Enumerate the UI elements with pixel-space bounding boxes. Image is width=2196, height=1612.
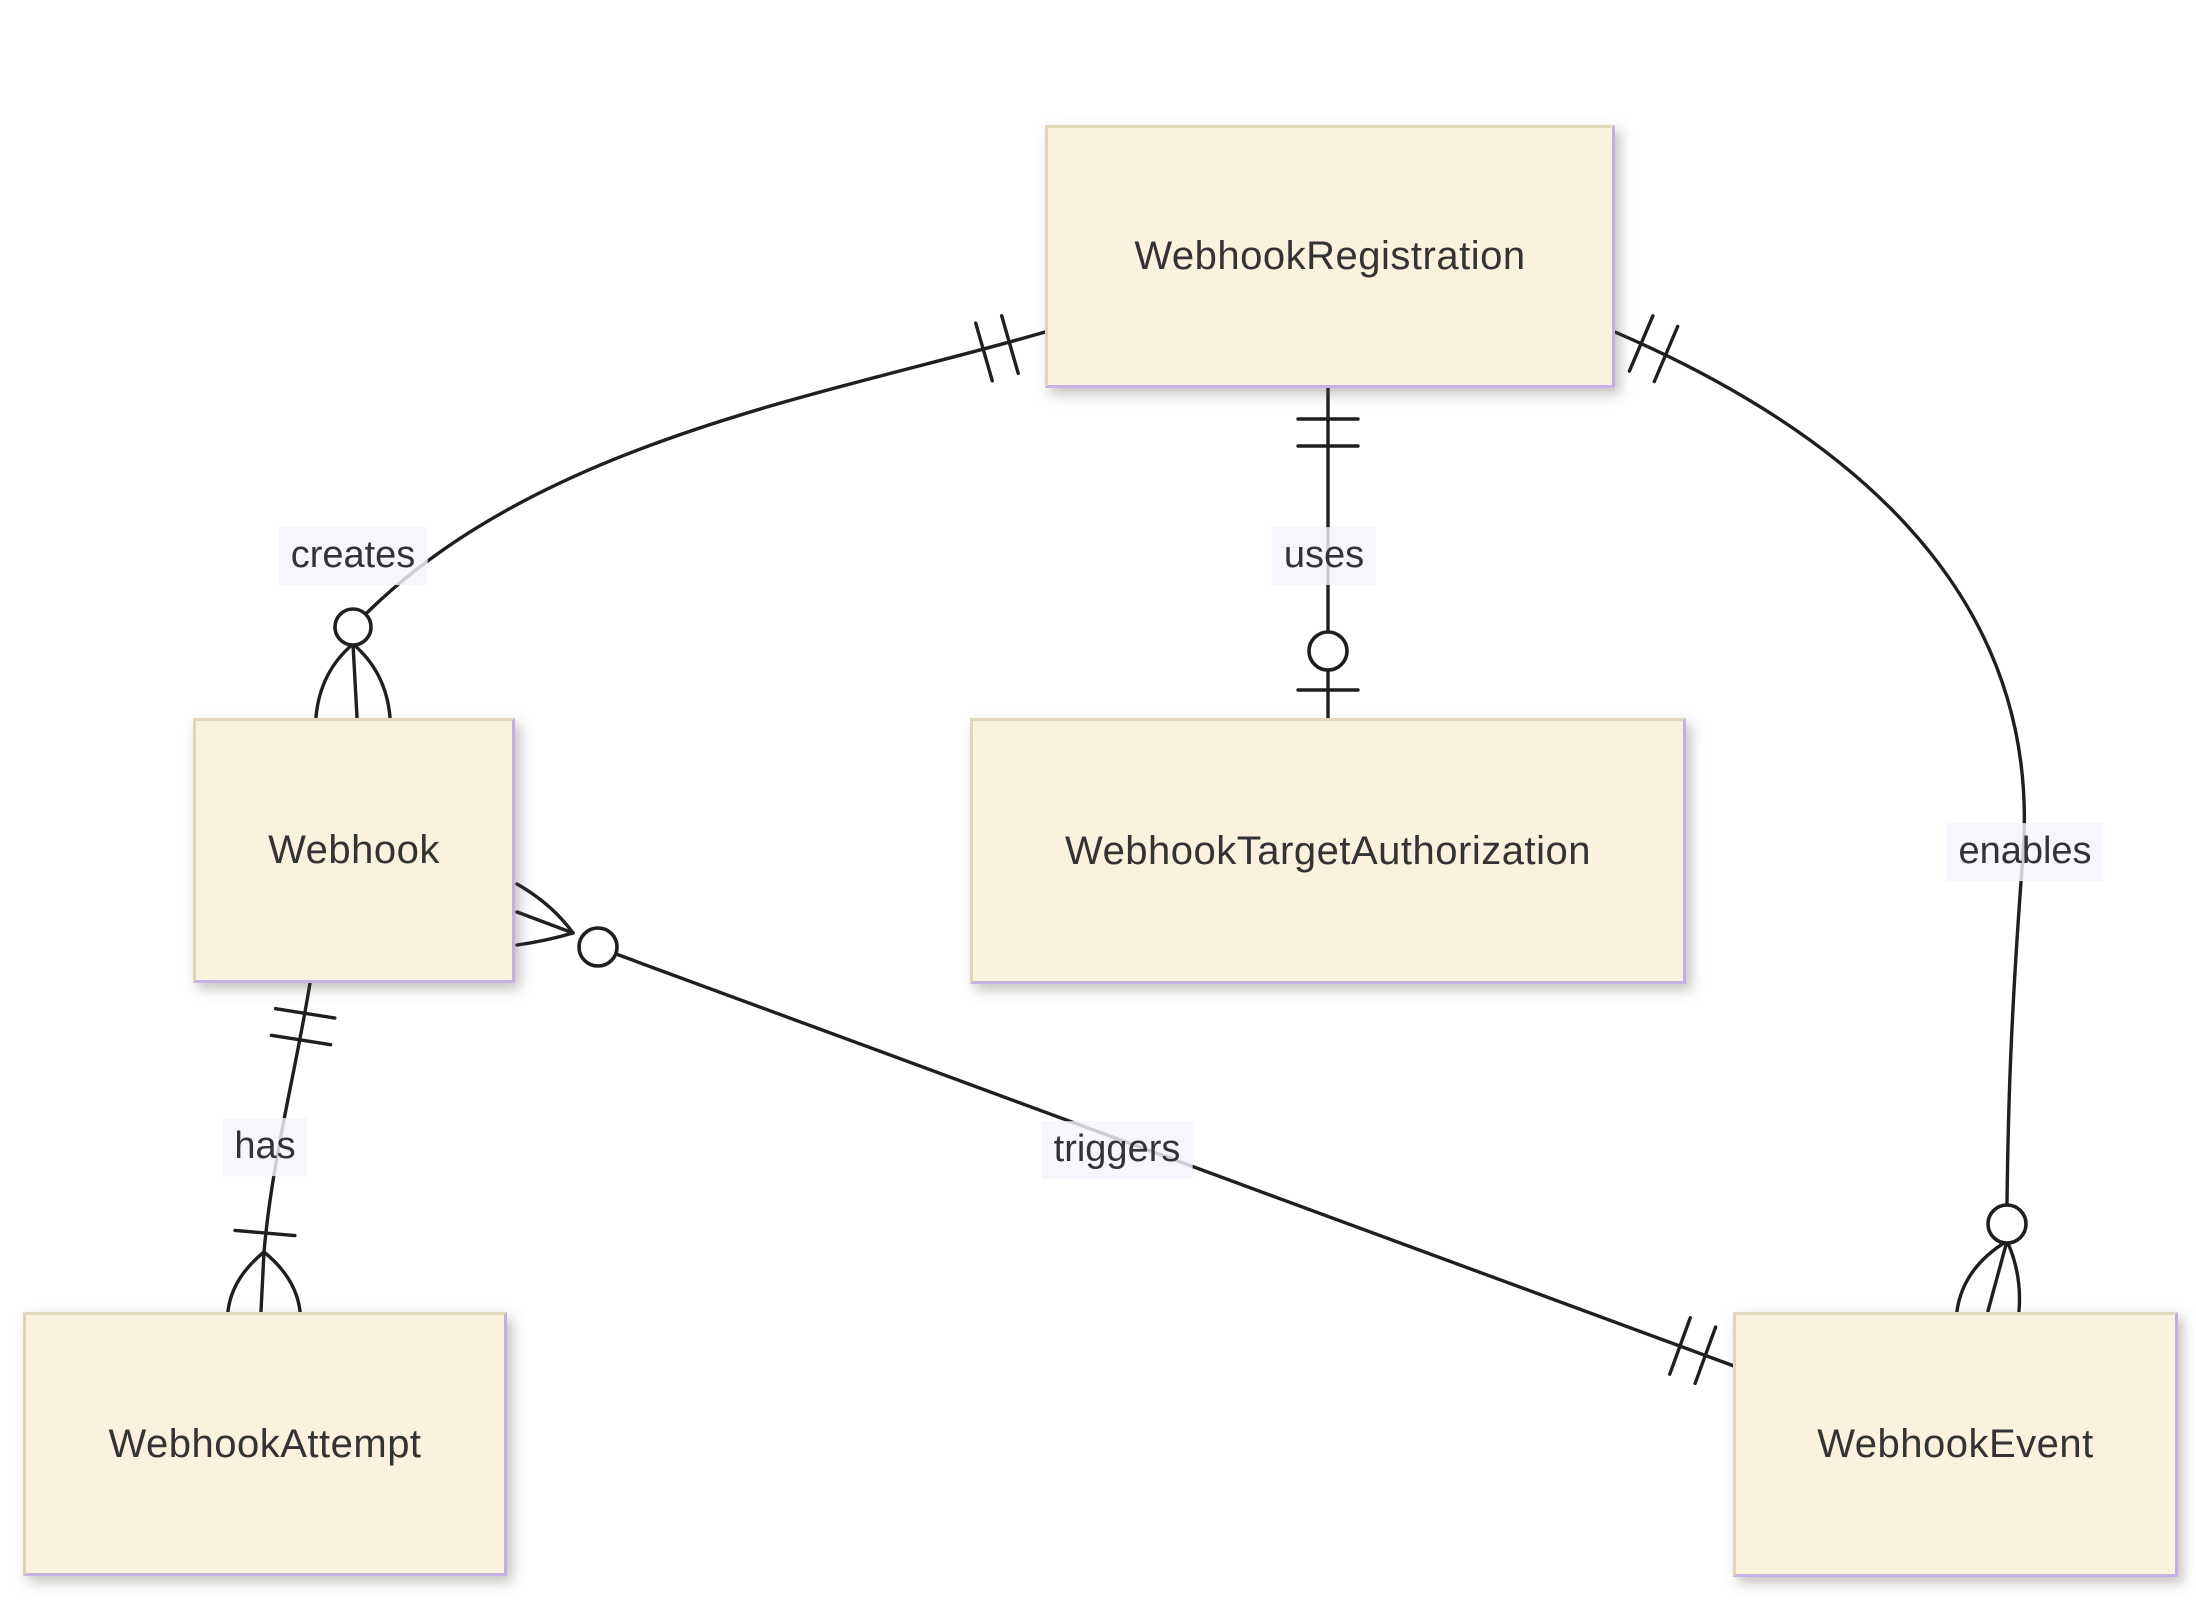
entity-label: WebhookRegistration xyxy=(1134,234,1526,278)
enables-relationship xyxy=(1613,314,2028,1313)
relationship-label-triggers: triggers xyxy=(1041,1121,1193,1179)
creates-zero-or-many-marker xyxy=(314,607,392,719)
uses-exactly-one-marker xyxy=(1296,417,1360,448)
entity-webhook: Webhook xyxy=(193,718,515,983)
uses-zero-or-one-marker xyxy=(1296,630,1360,692)
enables-exactly-one-marker xyxy=(1627,314,1680,384)
entity-label: WebhookAttempt xyxy=(108,1421,422,1466)
triggers-exactly-one-marker xyxy=(1668,1316,1718,1386)
relationship-label-creates: creates xyxy=(278,527,428,585)
has-relationship xyxy=(226,981,337,1313)
triggers-zero-or-many-marker xyxy=(515,882,619,968)
zero-circle-icon xyxy=(333,607,373,647)
zero-circle-icon xyxy=(1307,630,1349,672)
uses-relationship xyxy=(1296,386,1360,720)
has-exactly-one-marker xyxy=(269,1006,337,1047)
enables-line xyxy=(1613,330,2026,1206)
entity-label: Webhook xyxy=(268,828,440,872)
entity-webhook-event: WebhookEvent xyxy=(1733,1312,2178,1577)
creates-line xyxy=(351,330,1047,629)
entity-webhook-registration: WebhookRegistration xyxy=(1045,125,1615,388)
has-line xyxy=(262,981,312,1254)
entity-label: WebhookTargetAuthorization xyxy=(1065,828,1591,873)
entity-webhook-attempt: WebhookAttempt xyxy=(23,1312,507,1576)
zero-circle-icon xyxy=(577,926,619,968)
relationship-label-enables: enables xyxy=(1946,823,2104,881)
zero-circle-icon xyxy=(1986,1203,2028,1245)
entity-webhook-target-authorization: WebhookTargetAuthorization xyxy=(970,718,1686,984)
creates-relationship xyxy=(314,314,1047,719)
entity-label: WebhookEvent xyxy=(1817,1422,2094,1466)
relationship-label-has: has xyxy=(222,1118,308,1176)
creates-exactly-one-marker xyxy=(974,314,1020,383)
has-one-or-many-marker xyxy=(226,1228,302,1313)
relationship-label-uses: uses xyxy=(1271,527,1377,585)
enables-zero-or-many-marker xyxy=(1955,1203,2028,1313)
